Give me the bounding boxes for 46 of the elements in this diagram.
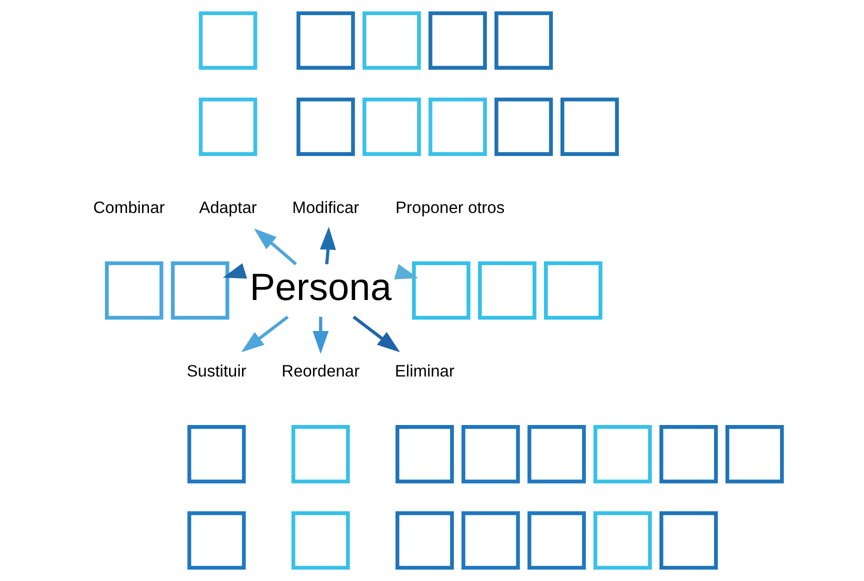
- arrow: [222, 263, 248, 279]
- node-box: [528, 511, 586, 570]
- node-box: [478, 261, 536, 320]
- node-text: Sustituir: [186, 362, 246, 381]
- node-text: Modificar: [292, 198, 360, 217]
- node-box: [362, 98, 421, 156]
- node-box: [291, 425, 350, 484]
- node-box: [560, 98, 619, 156]
- arrow: [241, 316, 289, 352]
- node-box: [494, 98, 553, 156]
- node-box: [187, 425, 246, 484]
- arrow: [352, 316, 400, 352]
- node-box: [494, 11, 553, 70]
- node-box: [462, 425, 520, 484]
- node-box: [725, 425, 784, 484]
- node-text: Proponer otros: [396, 198, 505, 217]
- node-box: [291, 511, 350, 570]
- node-text: Eliminar: [394, 362, 454, 381]
- node-box: [104, 261, 164, 320]
- node-text: Adaptar: [199, 198, 257, 217]
- node-box: [170, 261, 230, 320]
- node-box: [296, 98, 355, 156]
- arrow: [320, 226, 336, 264]
- node-box: [428, 98, 487, 156]
- node-text: Persona: [250, 267, 392, 310]
- node-box: [593, 511, 652, 570]
- node-box: [296, 11, 355, 70]
- node-box: [659, 511, 718, 570]
- node-box: [198, 98, 258, 156]
- node-text: Combinar: [93, 198, 165, 217]
- node-box: [396, 425, 454, 484]
- node-box: [412, 261, 470, 320]
- node-box: [428, 11, 487, 70]
- node-box: [593, 425, 652, 484]
- node-box: [198, 11, 258, 70]
- node-box: [544, 261, 602, 320]
- node-text: Reordenar: [282, 362, 360, 381]
- arrow: [394, 264, 418, 280]
- node-box: [659, 425, 718, 484]
- node-box: [187, 511, 246, 570]
- node-box: [462, 511, 520, 570]
- arrow: [312, 316, 329, 354]
- arrow: [254, 228, 297, 266]
- node-box: [362, 11, 421, 70]
- node-box: [528, 425, 586, 484]
- node-box: [396, 511, 454, 570]
